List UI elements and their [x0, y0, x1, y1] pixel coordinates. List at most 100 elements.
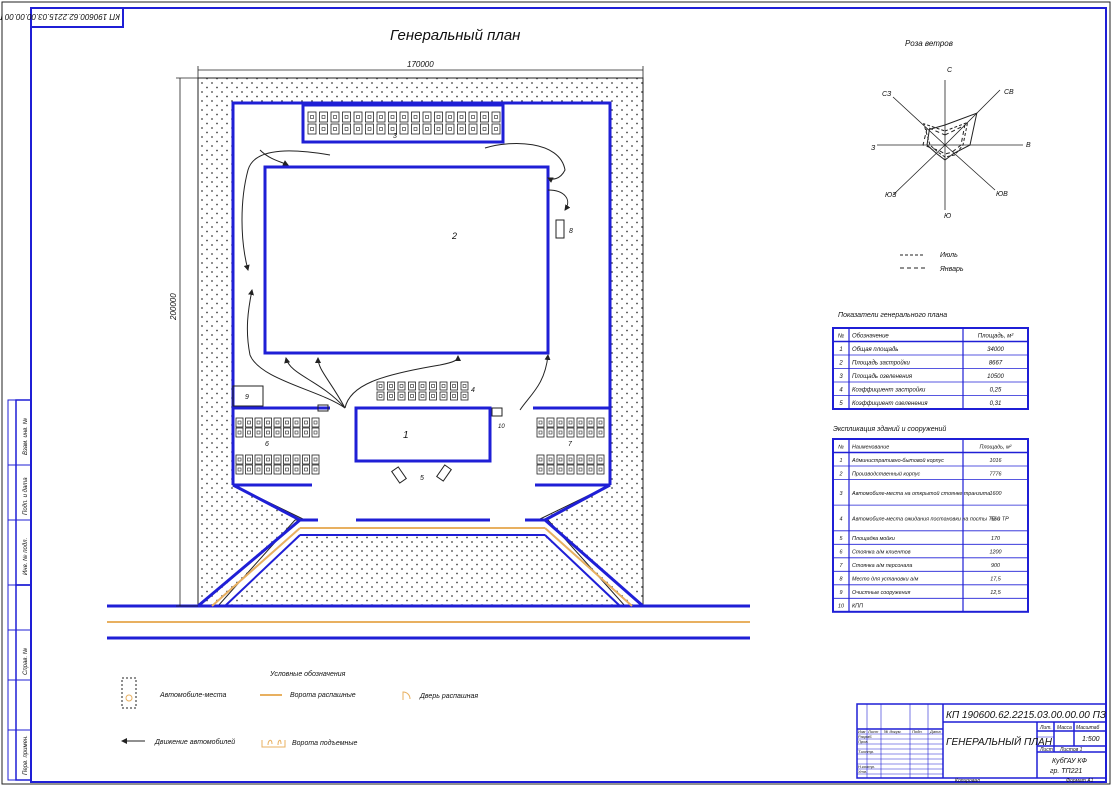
table-cell: 1600 — [990, 491, 1002, 497]
stall-mark — [399, 394, 404, 398]
table-cell: Коэффициент застройки — [852, 386, 926, 393]
table-cell: КПП — [852, 604, 863, 610]
rose-dir-s: Ю — [944, 213, 951, 220]
stall-mark — [275, 430, 280, 435]
table-cell: 900 — [991, 563, 1000, 569]
stall-mark — [558, 420, 563, 425]
stall-mark — [410, 394, 414, 398]
parking-stall — [399, 123, 409, 135]
stall-mark — [399, 384, 404, 388]
parking-stall — [556, 464, 565, 475]
parking-stall — [397, 381, 406, 391]
stall-mark — [247, 420, 251, 425]
stall-mark — [568, 430, 573, 435]
parking-stall — [302, 454, 310, 465]
stall-mark — [367, 115, 372, 119]
parking-stall — [399, 111, 409, 123]
stall-mark — [420, 384, 425, 388]
stall-mark — [313, 420, 318, 425]
table-cell: 0,25 — [990, 387, 1002, 393]
table-cell: 12,5 — [990, 590, 1001, 596]
table-cell: 10500 — [987, 374, 1004, 380]
stall-mark — [378, 384, 383, 388]
stall-mark — [420, 394, 425, 398]
parking-stall — [292, 464, 301, 475]
stall-mark — [313, 430, 318, 435]
stall-mark — [310, 127, 314, 131]
table-header-cell: Площадь, м² — [978, 333, 1014, 339]
stall-mark — [378, 394, 383, 398]
stamp-sheet: Лист — [1039, 747, 1053, 753]
parking-stall — [264, 427, 272, 438]
rose-dir-sw: ЮЗ — [885, 192, 897, 199]
parking-stall — [576, 454, 585, 465]
stall-mark — [448, 115, 452, 119]
stall-mark — [402, 115, 406, 119]
stall-mark — [379, 127, 383, 131]
rotated-code-box — [30, 7, 124, 28]
stall-mark — [294, 420, 299, 425]
dim-width: 170000 — [407, 60, 434, 69]
parking-stall — [292, 454, 301, 465]
parking-stall — [450, 391, 458, 401]
parking-stall — [418, 381, 427, 391]
stall-mark — [598, 420, 603, 425]
parking-stall — [460, 381, 469, 391]
stall-mark — [294, 430, 299, 435]
parking-stall — [408, 381, 416, 391]
stall-mark — [285, 430, 289, 435]
table-cell: 17,5 — [990, 577, 1001, 583]
stamp-person-4: Н.контр. — [858, 764, 875, 769]
legend-gate: Ворота распашные — [290, 692, 356, 699]
stall-mark — [321, 115, 326, 119]
stall-mark — [482, 115, 487, 119]
rose-dir-e: В — [1026, 142, 1031, 149]
legend-door-icon — [402, 691, 411, 700]
stall-mark — [390, 127, 395, 131]
parking-stall — [556, 417, 565, 428]
item-8 — [555, 219, 565, 239]
parking-stall — [235, 454, 244, 465]
table-cell: 1 — [840, 458, 843, 464]
rose-dir-n: С — [947, 67, 953, 74]
table-cell: Площадь озеленения — [852, 374, 913, 380]
stall-mark — [256, 467, 261, 472]
stall-mark — [304, 457, 308, 462]
rose-axis — [944, 144, 996, 191]
rose-polygon — [922, 124, 966, 155]
parking-stall — [596, 454, 605, 465]
plan-label-4: 4 — [471, 387, 475, 394]
stall-mark — [410, 384, 414, 388]
plan-label-10: 10 — [498, 424, 505, 430]
rose-dir-se: ЮВ — [996, 191, 1008, 198]
parking-stall — [311, 417, 320, 428]
rose-title: Роза ветров — [905, 39, 953, 48]
parking-stall — [311, 454, 320, 465]
stall-mark — [588, 420, 593, 425]
parking-stall — [245, 417, 253, 428]
parking-stall — [596, 427, 605, 438]
parking-stall — [311, 464, 320, 475]
building-2 — [263, 165, 550, 355]
parking-stall — [235, 417, 244, 428]
plan-label-7: 7 — [568, 441, 573, 448]
table-cell: 2 — [839, 471, 843, 477]
stall-mark — [471, 115, 475, 119]
rose-dir-w: З — [871, 145, 876, 152]
stamp-org: КубГАУ КФ — [1052, 757, 1087, 765]
stall-mark — [256, 420, 261, 425]
traffic-arrows — [241, 143, 571, 411]
kpp-10 — [491, 407, 503, 417]
parking-stall — [264, 464, 272, 475]
parking-stall — [254, 464, 263, 475]
stall-mark — [436, 127, 441, 131]
parking-stall — [292, 417, 301, 428]
stamp-row-date: Дата — [929, 729, 941, 734]
parking-stall — [586, 464, 595, 475]
table-header-cell: № — [838, 444, 844, 450]
stall-mark — [441, 394, 446, 398]
treatment-9 — [232, 385, 264, 407]
stall-mark — [462, 394, 467, 398]
stall-mark — [367, 127, 372, 131]
